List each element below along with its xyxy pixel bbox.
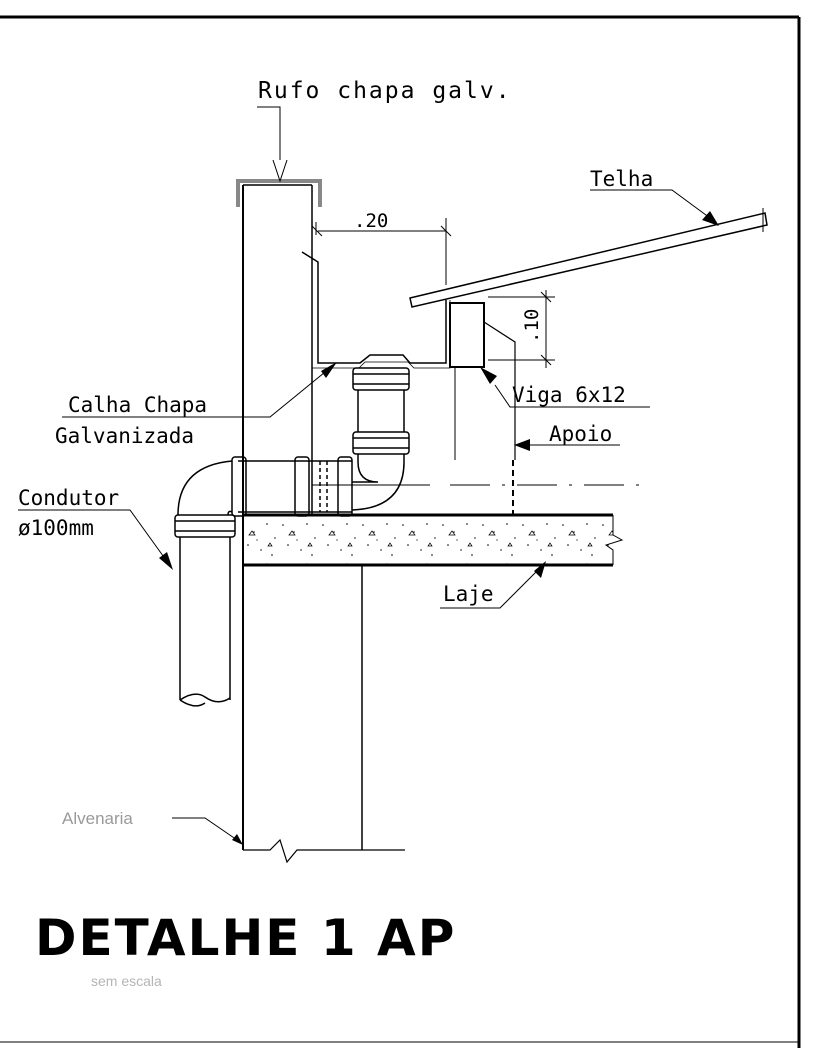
detail-title: DETALHE 1 AP	[35, 909, 456, 967]
label-condutor-line2: ø100mm	[18, 516, 94, 540]
label-laje: Laje	[443, 582, 494, 606]
sheet-border	[0, 15, 801, 1048]
label-calha-line1: Calha Chapa	[68, 393, 207, 417]
rufo-flashing	[236, 179, 322, 207]
drain-pipe-vertical	[351, 367, 410, 511]
dimension-20: .20	[354, 210, 388, 232]
concrete-slab	[243, 484, 650, 567]
beam-viga	[449, 302, 516, 515]
leader-arrowheads	[159, 211, 719, 845]
label-rufo: Rufo chapa galv.	[258, 78, 512, 104]
leader-lines	[18, 106, 711, 843]
label-telha: Telha	[590, 167, 653, 191]
scale-note: sem escala	[91, 973, 162, 989]
label-calha-line2: Galvanizada	[55, 424, 194, 448]
label-condutor-line1: Condutor	[18, 486, 119, 510]
label-apoio: Apoio	[549, 422, 612, 446]
dimension-10: .10	[521, 309, 543, 343]
label-viga: Viga 6x12	[512, 383, 626, 407]
label-alvenaria: Alvenaria	[62, 809, 133, 828]
downpipe-condutor	[174, 460, 236, 707]
gutter-calha	[301, 251, 447, 364]
drain-pipe-horizontal	[231, 456, 353, 517]
roof-tile	[409, 208, 768, 308]
